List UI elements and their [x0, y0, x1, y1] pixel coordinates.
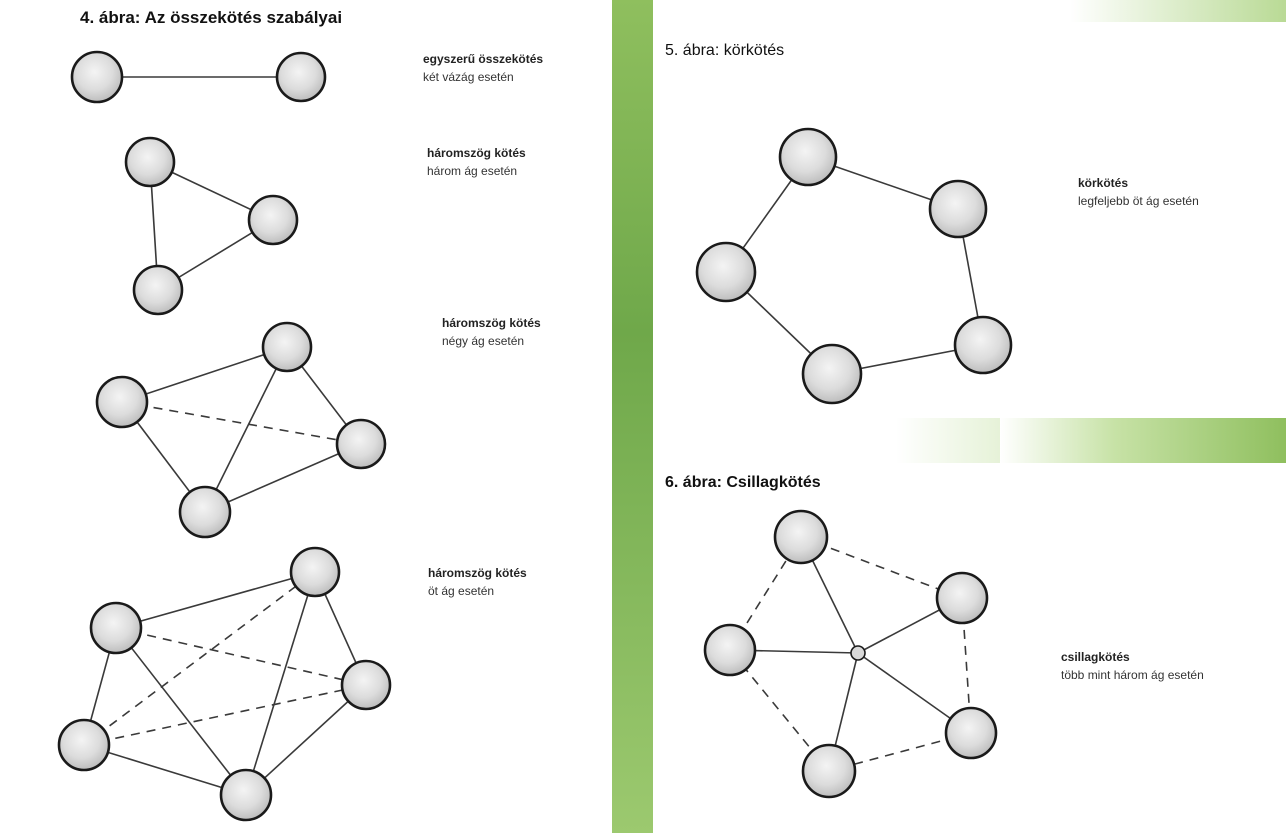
node — [261, 321, 313, 373]
node — [247, 194, 299, 246]
label-triangle-four: háromszög kötés — [442, 316, 541, 330]
node — [335, 418, 387, 470]
edge-dashed — [800, 536, 963, 599]
edge — [121, 346, 288, 403]
diagram-simple-connection — [70, 50, 327, 104]
label-star-sub: több mint három ág esetén — [1061, 668, 1204, 682]
edge — [204, 346, 288, 513]
edge — [204, 443, 362, 513]
node — [801, 743, 857, 799]
edge — [245, 571, 316, 796]
node — [695, 241, 757, 303]
diagram-star — [703, 509, 998, 799]
edge-dashed — [115, 627, 367, 686]
label-triangle-five-sub: öt ág esetén — [428, 584, 495, 598]
node — [219, 768, 273, 822]
node — [124, 136, 176, 188]
background-accent — [1070, 0, 1286, 22]
diagram-triangle-three — [124, 136, 299, 316]
edge — [83, 744, 247, 796]
edge-dashed — [83, 684, 367, 746]
figure-6-title: 6. ábra: Csillagkötés — [665, 474, 821, 491]
label-triangle-three: háromszög kötés — [427, 146, 526, 160]
node — [178, 485, 232, 539]
node — [944, 706, 998, 760]
edge-dashed — [121, 401, 362, 445]
node — [773, 509, 829, 565]
node — [132, 264, 184, 316]
label-triangle-three-sub: három ág esetén — [427, 164, 518, 178]
background-accent — [1000, 418, 1286, 463]
node — [57, 718, 111, 772]
node — [70, 50, 124, 104]
label-simple-connection: egyszerű összekötés — [423, 52, 544, 66]
node — [89, 601, 143, 655]
node — [275, 51, 327, 103]
node — [340, 659, 392, 711]
label-triangle-four-sub: négy ág esetén — [442, 334, 525, 348]
node — [935, 571, 989, 625]
background-accent — [653, 418, 1000, 463]
node — [703, 623, 757, 677]
label-ring: körkötés — [1078, 176, 1129, 190]
figure-4-title: 4. ábra: Az összekötés szabályai — [80, 8, 343, 27]
node — [801, 343, 863, 405]
edge — [115, 627, 247, 796]
label-simple-connection-sub: két vázág esetén — [423, 70, 514, 84]
label-triangle-five: háromszög kötés — [428, 566, 527, 580]
node — [95, 375, 149, 429]
edge — [245, 684, 367, 796]
node — [289, 546, 341, 598]
node — [928, 179, 988, 239]
label-ring-sub: legfeljebb öt ág esetén — [1078, 194, 1199, 208]
diagram-ring — [695, 127, 1013, 405]
figure-6-panel — [653, 463, 1286, 833]
edge-dashed — [83, 571, 316, 746]
node — [953, 315, 1013, 375]
star-hub-node — [850, 645, 866, 661]
node — [778, 127, 838, 187]
diagram-triangle-five — [57, 546, 392, 822]
edge — [115, 571, 316, 629]
label-star: csillagkötés — [1061, 650, 1130, 664]
diagram-triangle-four — [95, 321, 387, 539]
figure-5-title: 5. ábra: körkötés — [665, 42, 785, 59]
